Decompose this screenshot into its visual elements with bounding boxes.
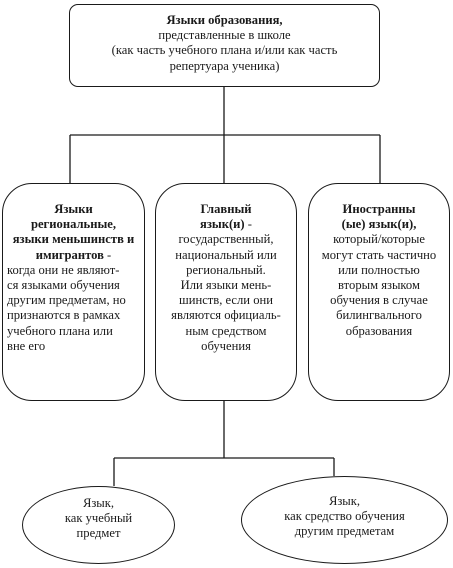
language-as-subject-ellipse: Язык, как учебный предмет [22,486,175,564]
right-box-line: который/которые [333,232,425,247]
language-as-medium-ellipse: Язык, как средство обучения другим предм… [241,476,448,564]
middle-box-line: обучения [201,338,251,353]
left-box-line: учебного плана или [7,323,113,338]
middle-box-line: национальный или [175,247,277,262]
middle-box-line: являются официаль- [171,308,281,323]
middle-box-line: региональный. [186,262,266,277]
left-box-dash: - [103,247,112,262]
regional-minority-languages-box: Языки региональные, языки меньшинств и и… [2,183,145,401]
left-box-title-line: Языки [54,202,93,216]
top-box-line: представленные в школе [158,28,291,43]
left-box-title-line: имигрантов [35,247,104,262]
languages-of-education-box: Языки образования, представленные в школ… [69,4,380,87]
middle-box-line: ным средством [185,323,267,338]
right-box-line: могут стать частично [321,247,437,262]
ellipse-left-line: как учебный [64,511,133,526]
middle-box-title-line: язык(и) [200,217,245,232]
ellipse-left-line: Язык, [82,496,115,510]
left-box-line: признаются в рамках [7,308,121,323]
right-box-line: образования [345,323,413,338]
left-box-line: другим предметам, но [7,293,126,308]
middle-box-line: Или языки мень- [180,278,272,293]
right-box-line: билингвального [336,308,422,323]
left-box-line: ся языками обучения [7,278,120,293]
right-box-title-line: (ые) язык(и), [341,217,417,232]
top-box-title: Языки образования, [166,13,283,27]
left-box-line: когда они не являют- [7,262,120,277]
right-box-line: или полностью [338,262,420,277]
main-language-box: Главный язык(и) - государственный, нацио… [155,183,297,401]
ellipse-right-line: Язык, [328,494,361,508]
middle-box-title-line: Главный [200,202,252,216]
top-box-line: репертуара ученика) [169,58,280,73]
ellipse-left-line: предмет [76,526,121,541]
middle-box-title-last-line: язык(и) - [156,217,296,232]
left-box-title-line: языки меньшинств и [12,232,135,247]
top-box-line: (как часть учебного плана и/или как част… [111,43,338,58]
ellipse-right-line: другим предметам [294,524,395,539]
left-box-line: вне его [7,338,46,353]
right-box-line: вторым языком [338,278,420,293]
middle-box-dash: - [244,217,252,232]
ellipse-right-line: как средство обучения [284,509,405,524]
foreign-languages-box: Иностранны (ые) язык(и), который/которые… [308,183,450,401]
middle-box-line: государственный, [178,232,274,247]
middle-box-line: шинств, если они [179,293,273,308]
left-box-title-last-line: имигрантов - [3,248,144,263]
right-box-title-line: Иностранны [342,202,416,216]
left-box-title-line: региональные, [30,217,117,232]
right-box-line: обучения в случае [330,293,428,308]
